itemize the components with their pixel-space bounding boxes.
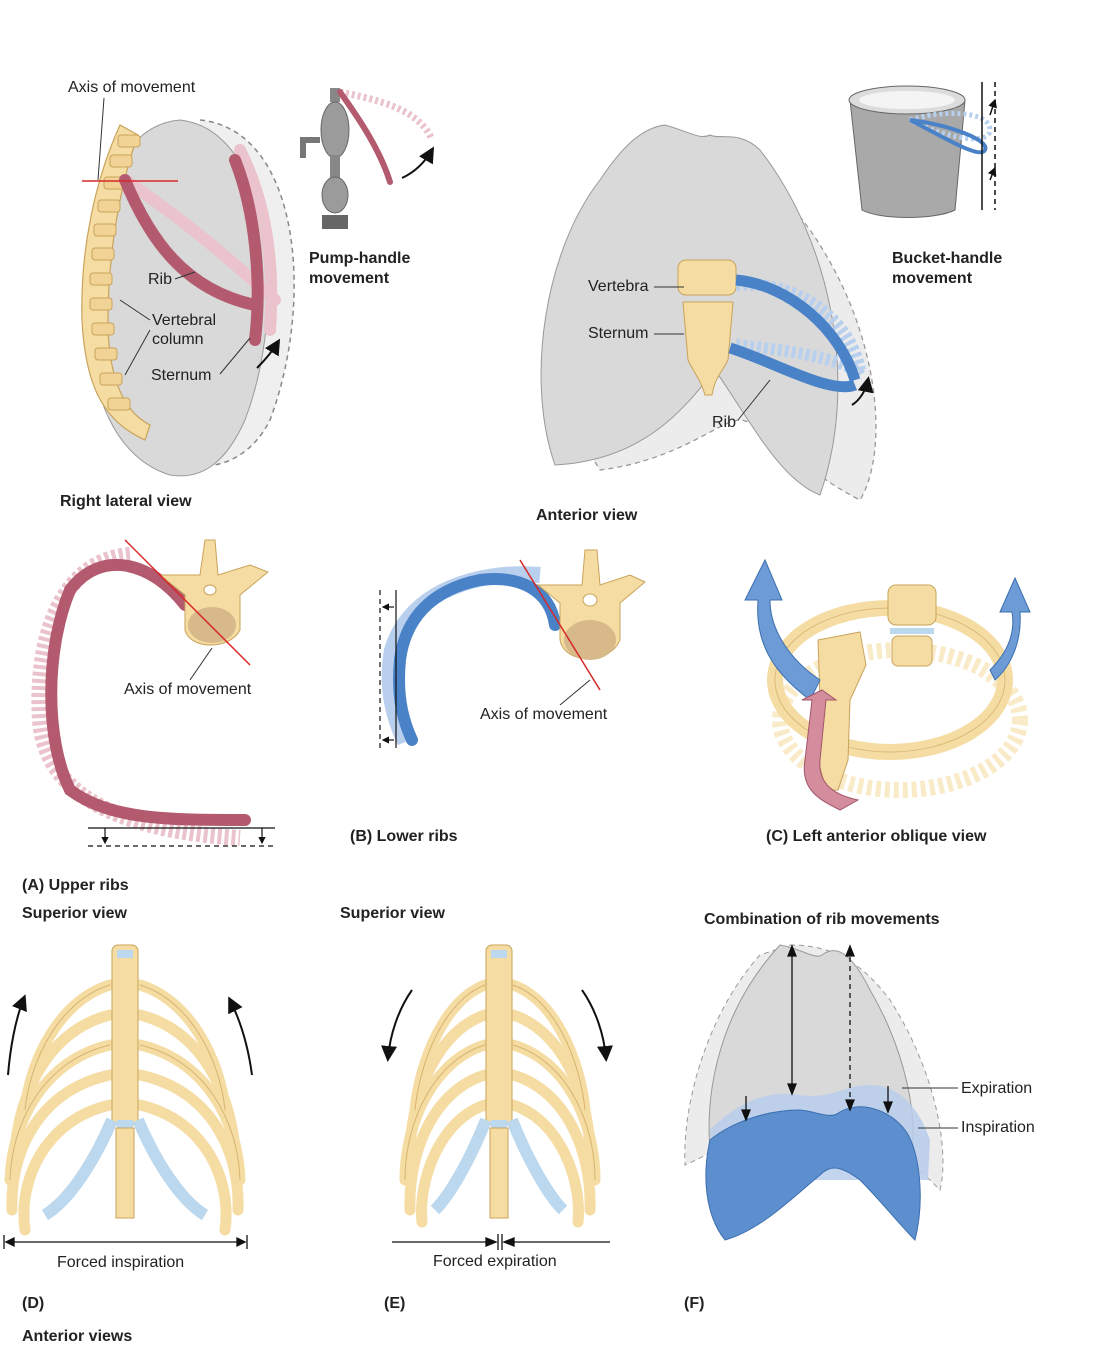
bucket-icon (848, 85, 966, 218)
upper-rib-displacement (88, 827, 275, 847)
lateral-motion-arrow (256, 338, 281, 369)
anterior-motion-arrow (851, 376, 874, 406)
oblique-vertebra (887, 584, 937, 667)
sternum-label-anterior: Sternum (588, 325, 649, 342)
combination-leader-lines (902, 1087, 958, 1129)
oblique-arrow-left (744, 558, 821, 701)
rib-anterior (728, 274, 861, 393)
anterior-views-footer: Anterior views (22, 1328, 133, 1345)
expiration-arrow-right (581, 989, 613, 1062)
axis-line-superior-b (519, 559, 601, 691)
pump-icon (300, 88, 350, 229)
oblique-rib-ghost (772, 642, 1028, 798)
axis-leader-a (189, 647, 213, 681)
inspiration-label: Inspiration (961, 1119, 1035, 1136)
lower-rib-superior (393, 573, 561, 746)
combination-title: Combination of rib movements (704, 911, 940, 928)
ribcage-inspiration (4, 944, 246, 1236)
oblique-arrow-up (801, 689, 860, 811)
bucket-handle-label-line1: Bucket-handle (892, 250, 1003, 267)
anterior-view-label: Anterior view (536, 507, 638, 524)
pump-motion-arrow (401, 146, 435, 179)
inspiration-arrow-right (228, 996, 253, 1076)
superior-view-label-a: Superior view (22, 905, 127, 922)
inspiration-width-arrow (3, 1235, 248, 1249)
pump-handle-label-line2: movement (309, 270, 390, 287)
upper-ribs-caption: (A) Upper ribs (22, 877, 129, 894)
oblique-view-caption: (C) Left anterior oblique view (766, 828, 987, 845)
pump-handle-label-line1: Pump-handle (309, 250, 411, 267)
axis-leader-b (559, 679, 591, 706)
lower-ribs-caption: (B) Lower ribs (350, 828, 458, 845)
vertebra-label: Vertebra (588, 278, 649, 295)
oblique-arrow-right (989, 576, 1031, 681)
lateral-leader-lines (119, 271, 251, 376)
combination-arrows (741, 944, 893, 1122)
forced-inspiration-label: Forced inspiration (57, 1254, 185, 1271)
rib-label-lateral: Rib (148, 271, 173, 288)
axis-of-movement-label-upper: Axis of movement (124, 681, 252, 698)
panel-e-letter: (E) (384, 1295, 406, 1312)
diaphragm-inspiration (705, 1106, 921, 1241)
vertebral-column-lateral (81, 124, 151, 441)
rib-label-anterior: Rib (712, 414, 737, 431)
lower-rib-displacement (379, 590, 397, 748)
expiration-label: Expiration (961, 1080, 1033, 1097)
sternum-label-lateral: Sternum (151, 367, 212, 384)
axis-of-movement-label-lateral: Axis of movement (68, 79, 196, 96)
expiration-width-arrows (392, 1234, 610, 1250)
forced-expiration-label: Forced expiration (433, 1253, 557, 1270)
vertebral-column-label-line1: Vertebral (152, 312, 217, 329)
bucket-handle-ghost (908, 111, 993, 142)
bucket-axis-lines (981, 82, 997, 210)
pump-handle (337, 89, 393, 185)
axis-of-movement-label-lower: Axis of movement (480, 706, 608, 723)
inspiration-arrow-left (7, 994, 27, 1076)
superior-view-label-b: Superior view (340, 905, 445, 922)
bucket-handle-label-line2: movement (892, 270, 973, 287)
expiration-arrow-left (381, 989, 413, 1062)
ribcage-expiration (399, 944, 601, 1228)
sternum-anterior (677, 259, 737, 396)
panel-f-letter: (F) (684, 1295, 705, 1312)
vertebral-column-label-line2: column (152, 331, 204, 348)
anterior-leader-lines (654, 286, 771, 421)
axis-leader-line (97, 97, 105, 181)
pump-handle-ghost (339, 88, 436, 142)
axis-line-superior-a (124, 539, 251, 666)
panel-d-letter: (D) (22, 1295, 45, 1312)
upper-rib-superior (45, 559, 251, 826)
bucket-handle (909, 118, 988, 155)
right-lateral-view-label: Right lateral view (60, 493, 192, 510)
rib-lateral (119, 154, 264, 346)
